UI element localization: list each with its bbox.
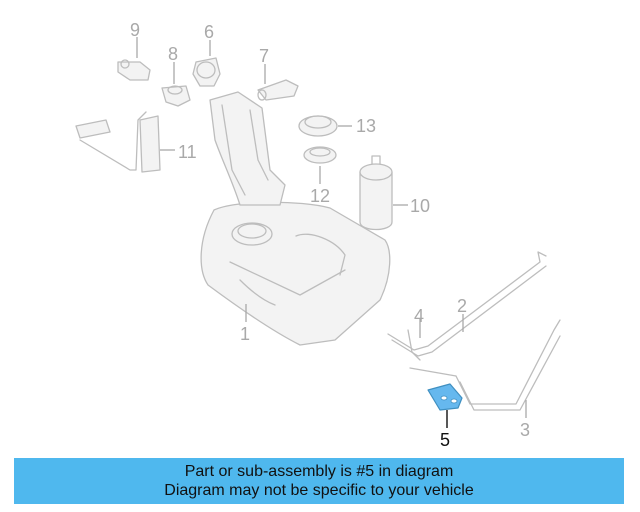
part-label-4: 4 [414,306,424,326]
caption-line-disclaimer: Diagram may not be specific to your vehi… [164,482,474,499]
part-label-10: 10 [410,196,430,216]
bracket-part-4 [407,329,421,361]
ring-part-13 [298,115,338,137]
part-label-7: 7 [259,46,269,66]
part-label-1: 1 [240,324,250,344]
part-label-5-highlighted: 5 [440,430,450,450]
highlighted-part-5[interactable] [427,383,463,411]
regulator-part-6 [192,57,221,87]
tank-strap-part-2 [387,251,547,357]
part-label-8: 8 [168,44,178,64]
part-label-2: 2 [457,296,467,316]
caption-line-part-number: Part or sub-assembly is #5 in diagram [184,463,454,480]
seal-part-12 [303,146,337,164]
sender-part-11 [75,111,161,173]
part-label-3: 3 [520,420,530,440]
part-label-9: 9 [130,20,140,40]
sensor-part-8 [161,85,191,107]
part-label-6: 6 [204,22,214,42]
leader-lines [136,37,527,428]
caption-banner: Part or sub-assembly is #5 in diagram Di… [14,458,624,504]
part-label-12: 12 [310,186,330,206]
tank-strap-part-3 [409,319,561,411]
fitting-part-7 [257,79,299,101]
part-label-13: 13 [356,116,376,136]
fuel-tank-part-1 [200,91,391,346]
part-label-11: 11 [178,142,197,162]
valve-part-9 [117,59,151,81]
exploded-parts-diagram: 9 8 6 7 11 13 12 10 1 2 4 3 5 [75,20,561,450]
pump-part-10 [359,155,393,231]
